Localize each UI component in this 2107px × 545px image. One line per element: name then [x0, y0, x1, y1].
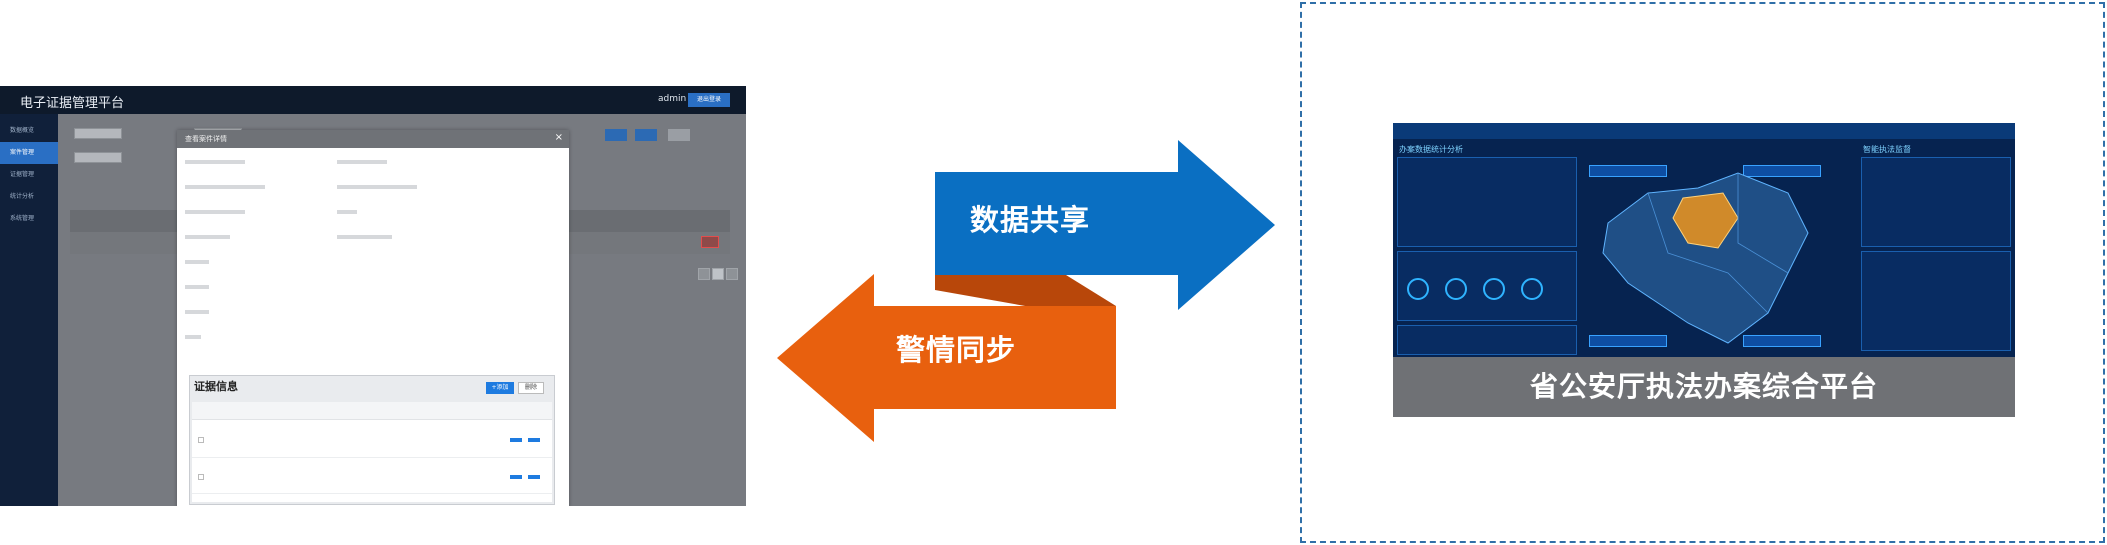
more-button[interactable]	[668, 129, 690, 141]
sync-label: 警情同步	[896, 333, 1017, 367]
stats-panel	[1397, 157, 1577, 247]
stats-panel	[1397, 325, 1577, 355]
supervision-panel	[1861, 157, 2011, 247]
logout-button[interactable]: 退出登录	[688, 93, 730, 107]
dashboard-left-title: 办案数据统计分析	[1399, 145, 1463, 154]
pagination-page[interactable]	[712, 268, 724, 280]
arrows-graphic	[777, 140, 1275, 442]
sync-arrow	[777, 274, 1116, 442]
stat-ring	[1483, 278, 1505, 300]
delete-evidence-button[interactable]: 删除	[518, 382, 544, 394]
stat-ring	[1521, 278, 1543, 300]
platform-container	[1300, 2, 2105, 543]
dashboard-right-title: 智能执法监督	[1863, 145, 1911, 154]
counter-display	[1743, 165, 1821, 177]
counter-display	[1589, 335, 1667, 347]
sidebar-item-active[interactable]: 案件管理	[0, 142, 58, 164]
evidence-panel: 证据信息 +添加 删除	[189, 375, 555, 505]
download-link[interactable]	[528, 475, 540, 479]
dialog-header: 查看案件详情 ×	[177, 130, 569, 148]
detail-field	[185, 285, 209, 289]
detail-field	[185, 235, 230, 239]
view-link[interactable]	[510, 475, 522, 479]
detail-field	[337, 185, 417, 189]
view-button[interactable]	[701, 236, 719, 248]
counter-display	[1589, 165, 1667, 177]
province-map	[1602, 172, 1809, 344]
map-border-lines	[1737, 173, 1789, 274]
app-header: 电子证据管理平台 admin 退出登录	[0, 86, 746, 114]
reset-button[interactable]	[635, 129, 657, 141]
download-link[interactable]	[528, 438, 540, 442]
filter-input[interactable]	[74, 152, 122, 163]
detail-field	[185, 160, 245, 164]
stat-ring	[1445, 278, 1467, 300]
data-exchange-arrows: 数据共享 警情同步	[770, 130, 1290, 450]
share-label: 数据共享	[970, 203, 1091, 237]
detail-field	[185, 260, 209, 264]
close-icon[interactable]: ×	[554, 132, 563, 143]
search-button[interactable]	[605, 129, 627, 141]
dashboard-caption-text: 省公安厅执法办案综合平台	[1529, 370, 1878, 403]
sidebar-item[interactable]: 数据概览	[10, 127, 35, 134]
row-checkbox[interactable]	[198, 474, 204, 480]
sidebar-item[interactable]: 统计分析	[10, 193, 35, 200]
app-sidebar: 数据概览 案件管理 证据管理 统计分析 系统管理	[0, 114, 58, 506]
sidebar-item[interactable]: 证据管理	[10, 171, 35, 178]
supervision-panel	[1861, 251, 2011, 351]
share-arrow	[935, 140, 1275, 310]
map-region	[1602, 172, 1809, 344]
counter-display	[1743, 335, 1821, 347]
evidence-platform-screenshot: 电子证据管理平台 admin 退出登录 数据概览 案件管理 证据管理 统计分析 …	[0, 86, 746, 506]
dialog-title: 查看案件详情	[185, 135, 227, 143]
detail-field	[185, 335, 201, 339]
case-detail-dialog: 查看案件详情 × 证据信息 +添加 删除	[177, 130, 569, 506]
evidence-row[interactable]	[192, 462, 552, 494]
detail-field	[185, 310, 209, 314]
stat-ring	[1407, 278, 1429, 300]
evidence-table	[192, 402, 552, 502]
filter-input[interactable]	[74, 128, 122, 139]
add-evidence-button[interactable]: +添加	[486, 382, 514, 394]
user-name[interactable]: admin	[658, 94, 687, 104]
evidence-table-header	[192, 402, 552, 420]
provincial-dashboard-screenshot: 办案数据统计分析 智能执法监督 省公安厅执法办案综合平台	[1393, 123, 2015, 417]
detail-field	[337, 210, 357, 214]
detail-field	[337, 235, 392, 239]
evidence-row[interactable]	[192, 426, 552, 458]
detail-field	[185, 210, 245, 214]
map-highlight-region	[1672, 192, 1739, 249]
detail-field	[185, 185, 265, 189]
row-checkbox[interactable]	[198, 437, 204, 443]
evidence-title: 证据信息	[194, 380, 238, 393]
dashboard-caption: 省公安厅执法办案综合平台	[1393, 357, 2015, 417]
view-link[interactable]	[510, 438, 522, 442]
dashboard-topbar	[1393, 123, 2015, 139]
app-title: 电子证据管理平台	[20, 96, 125, 111]
map-border-lines	[1647, 192, 1769, 314]
pagination-prev[interactable]	[698, 268, 710, 280]
detail-field	[337, 160, 387, 164]
sidebar-item[interactable]: 系统管理	[10, 215, 35, 222]
pagination-next[interactable]	[726, 268, 738, 280]
